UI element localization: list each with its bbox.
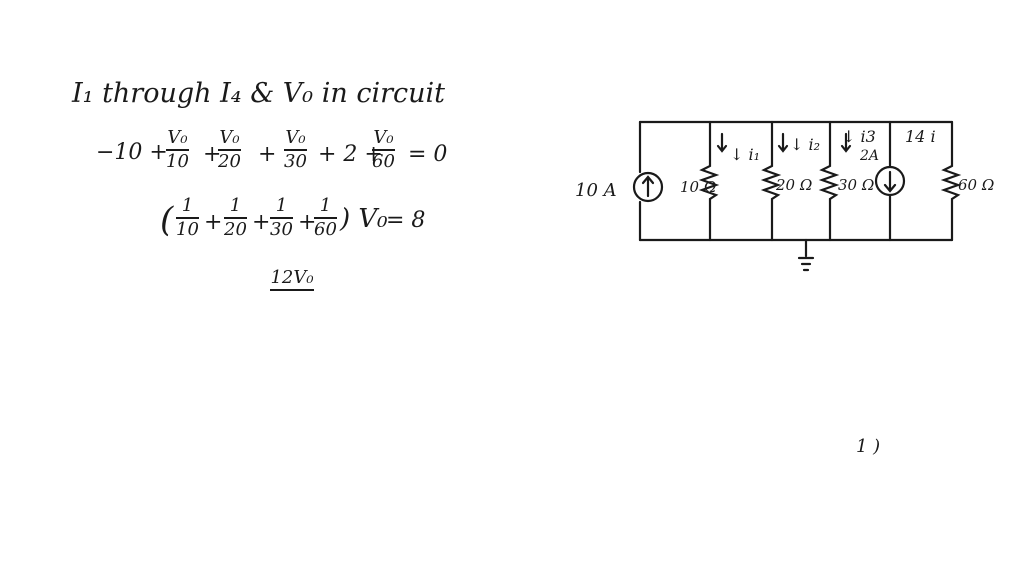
right-source-arrow — [883, 170, 897, 193]
corner-note: 1 ) — [856, 436, 880, 457]
i4-label: 14 i — [905, 127, 936, 146]
eq1-op-1: + — [203, 142, 222, 167]
i1-arrow — [716, 132, 728, 153]
eq2-close: ) V₀ — [340, 204, 388, 234]
eq2-op-3: + — [298, 210, 317, 235]
eq2-open: ( — [160, 200, 174, 240]
right-current-source — [874, 165, 906, 197]
eq2-op-1: + — [204, 210, 223, 235]
left-source-label: 10 A — [575, 180, 617, 201]
i1-label: ↓ i₁ — [730, 145, 760, 164]
i3-label: ↓ i3 — [842, 127, 876, 146]
problem-title: I₁ through I₄ & V₀ in circuit — [72, 78, 445, 109]
left-current-source — [632, 171, 664, 203]
i3-arrow — [840, 132, 852, 153]
right-source-label: 2A — [859, 148, 879, 164]
eq1-tail: = 0 — [408, 142, 448, 167]
eq2-op-2: + — [252, 210, 271, 235]
resistor-10-branch — [698, 120, 720, 242]
eq1-op-2: + — [258, 142, 277, 167]
resistor-30-label: 30 Ω — [838, 176, 874, 194]
resistor-60-label: 60 Ω — [958, 176, 994, 194]
equation-3: 12V₀ — [270, 268, 314, 292]
resistor-10-label: 10 Ω — [680, 178, 716, 196]
resistor-30-branch — [818, 120, 840, 242]
i2-arrow — [777, 132, 789, 153]
ground-symbol — [797, 256, 815, 272]
eq2-tail: = 8 — [386, 208, 426, 233]
eq1-op-3: + 2 + — [318, 142, 383, 167]
eq1-lead: −10 + — [96, 140, 168, 165]
resistor-20-label: 20 Ω — [775, 176, 812, 194]
left-source-arrow — [641, 175, 655, 198]
resistor-60-branch — [940, 120, 962, 242]
resistor-20-branch — [760, 120, 782, 242]
i2-label: ↓ i₂ — [790, 135, 820, 154]
